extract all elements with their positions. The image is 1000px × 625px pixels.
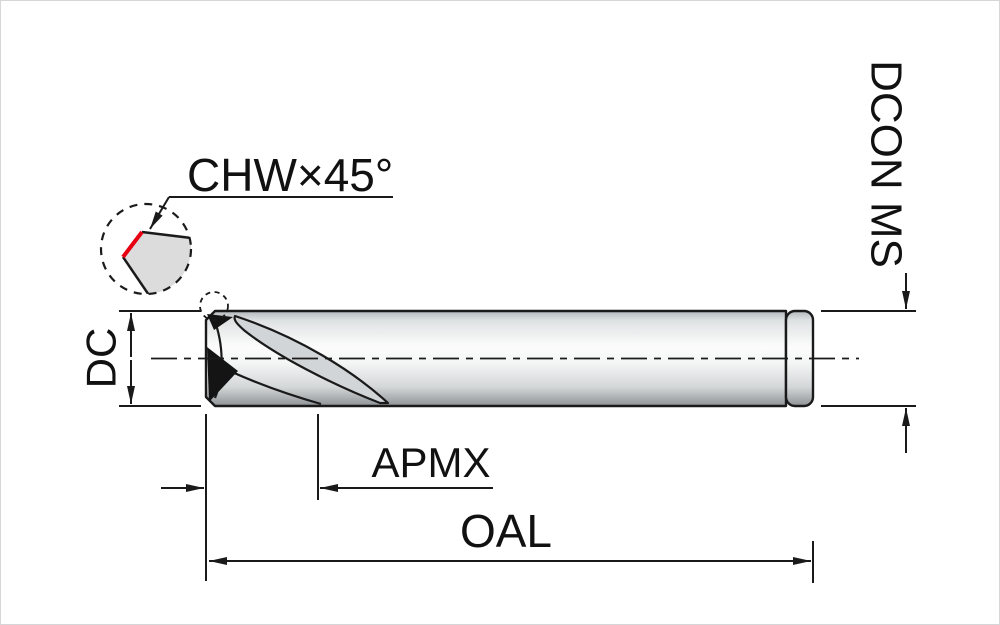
cutting-diameter-label: DC xyxy=(78,328,125,389)
end-tooth-gash-top xyxy=(207,314,233,330)
max-depth-label: APMX xyxy=(371,439,490,486)
detail-side-edge xyxy=(121,256,155,294)
chamfer-width-label: CHW×45° xyxy=(187,149,393,201)
end-tooth-gash xyxy=(207,347,238,402)
detail-locator-circle xyxy=(199,291,229,321)
oal-dimension-group: OAL xyxy=(209,505,814,583)
connection-diameter-label: DCON MS xyxy=(862,60,911,268)
chamfer-leader-arrow xyxy=(149,196,170,230)
flute-helix-edge xyxy=(233,314,390,405)
overall-length-label: OAL xyxy=(460,505,552,557)
detail-view-group xyxy=(99,202,193,296)
dcon-dimension-group: DCON MS xyxy=(821,60,916,453)
dc-dimension-group: DC xyxy=(78,310,201,407)
chamfer-highlight-line xyxy=(121,230,144,259)
apmx-dimension-group: APMX xyxy=(161,414,493,581)
detail-view-circle xyxy=(99,202,193,296)
